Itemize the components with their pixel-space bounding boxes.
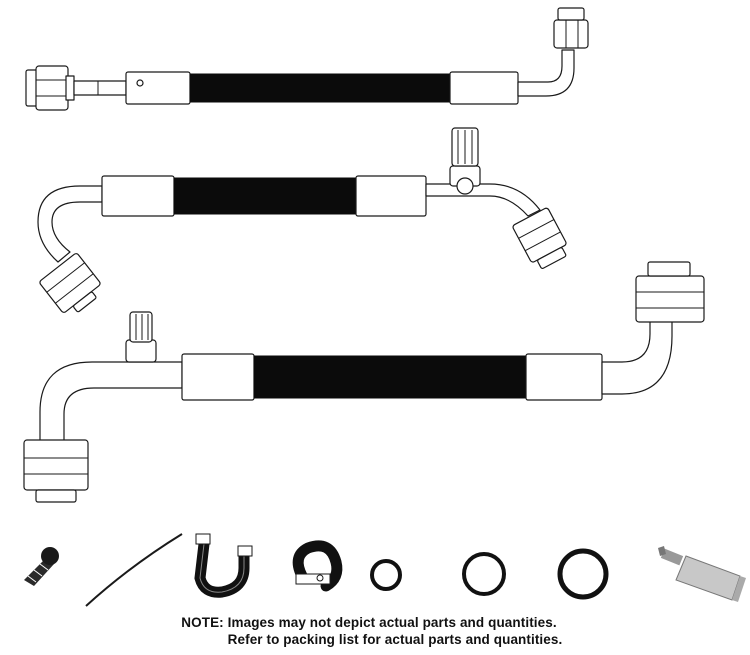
hex-nut-right-icon xyxy=(512,207,567,269)
disclaimer-note-line-2: Refer to packing list for actual parts a… xyxy=(227,632,563,647)
o-ring-icon xyxy=(557,548,609,600)
wire-tie-icon xyxy=(85,533,183,607)
hex-nut-left-icon xyxy=(39,253,101,313)
rubber-cushioned-clamp-icon xyxy=(292,540,343,592)
hose-assembly-2 xyxy=(37,127,567,313)
service-port-icon xyxy=(449,127,481,195)
hex-nut-top-icon xyxy=(635,261,705,323)
o-ring-icon xyxy=(370,559,402,591)
service-port-icon xyxy=(125,311,157,363)
disclaimer-note-line-1: NOTE: Images may not depict actual parts… xyxy=(181,615,557,630)
o-ring-icon xyxy=(462,552,506,596)
hex-nut-bottom-icon xyxy=(23,439,89,503)
hex-nut-left-icon xyxy=(25,65,75,111)
oil-tube-icon xyxy=(658,546,746,602)
hose-assembly-3 xyxy=(23,261,705,503)
hose-assembly-1 xyxy=(25,7,589,111)
self-tapping-screw-icon xyxy=(24,547,59,586)
hex-nut-top-icon xyxy=(553,7,589,49)
rubber-cushioned-clamp-icon xyxy=(194,533,253,598)
